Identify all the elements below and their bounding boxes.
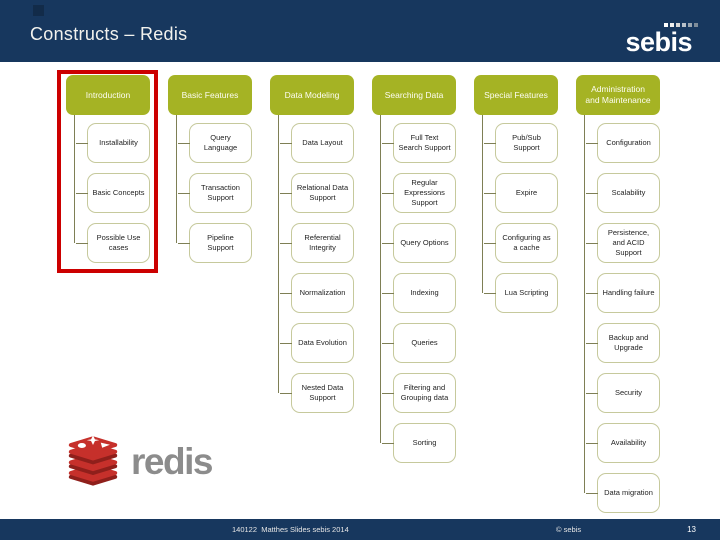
feature-box: Availability: [586, 423, 660, 463]
feature-box: Data migration: [586, 473, 660, 513]
feature-box: Configuration: [586, 123, 660, 163]
sebis-dot: [676, 23, 680, 27]
feature-box: Handling failure: [586, 273, 660, 313]
sebis-logo: sebis: [625, 23, 698, 57]
feature-box: Filtering and Grouping data: [382, 373, 456, 413]
connector-line: [278, 115, 279, 393]
feature-box: Relational Data Support: [280, 173, 354, 213]
redis-icon: [68, 435, 118, 486]
footer-copyright: © sebis: [556, 525, 582, 534]
feature-box: Full Text Search Support: [382, 123, 456, 163]
connector-line: [380, 115, 381, 443]
slide-title: Constructs – Redis: [30, 24, 188, 44]
feature-box: Referential Integrity: [280, 223, 354, 263]
redis-logo-text: redis: [131, 441, 213, 482]
feature-box: Configuring as a cache: [484, 223, 558, 263]
feature-box: Indexing: [382, 273, 456, 313]
column-header: Administration and Maintenance: [576, 75, 660, 115]
page-number: 13: [687, 525, 696, 534]
footer-band: 140122 Matthes Slides sebis 2014 © sebis…: [0, 519, 720, 540]
feature-box: Data Layout: [280, 123, 354, 163]
feature-box: Basic Concepts: [76, 173, 150, 213]
connector-line: [584, 115, 585, 493]
feature-box: Lua Scripting: [484, 273, 558, 313]
redis-logo: redis: [64, 433, 213, 486]
footer-reference: 140122 Matthes Slides sebis 2014: [232, 525, 349, 534]
feature-box: Expire: [484, 173, 558, 213]
feature-box: Queries: [382, 323, 456, 363]
connector-line: [74, 115, 75, 243]
feature-box: Pub/Sub Support: [484, 123, 558, 163]
feature-box: Backup and Upgrade: [586, 323, 660, 363]
feature-box: Regular Expressions Support: [382, 173, 456, 213]
feature-box: Persistence, and ACID Support: [586, 223, 660, 263]
column-header: Data Modeling: [270, 75, 354, 115]
sebis-logo-text: sebis: [625, 27, 692, 57]
feature-box: Transaction Support: [178, 173, 252, 213]
feature-box: Pipeline Support: [178, 223, 252, 263]
feature-box: Normalization: [280, 273, 354, 313]
feature-box: Security: [586, 373, 660, 413]
feature-box: Installability: [76, 123, 150, 163]
connector-line: [482, 115, 483, 293]
corner-decoration: [33, 5, 44, 16]
feature-box: Nested Data Support: [280, 373, 354, 413]
feature-box: Sorting: [382, 423, 456, 463]
sebis-dot: [688, 23, 692, 27]
sebis-logo-dots: [664, 23, 698, 27]
feature-box: Scalability: [586, 173, 660, 213]
feature-box: Data Evolution: [280, 323, 354, 363]
sebis-dot: [694, 23, 698, 27]
column-header: Introduction: [66, 75, 150, 115]
feature-box: Query Options: [382, 223, 456, 263]
sebis-dot: [664, 23, 668, 27]
connector-line: [176, 115, 177, 243]
feature-box: Possible Use cases: [76, 223, 150, 263]
feature-column-6: Administration and Maintenance Configura…: [576, 75, 660, 513]
column-header: Special Features: [474, 75, 558, 115]
sebis-dot: [682, 23, 686, 27]
sebis-dot: [670, 23, 674, 27]
column-header: Basic Features: [168, 75, 252, 115]
header-band: Constructs – Redis sebis: [0, 0, 720, 62]
feature-box: Query Language: [178, 123, 252, 163]
column-header: Searching Data: [372, 75, 456, 115]
